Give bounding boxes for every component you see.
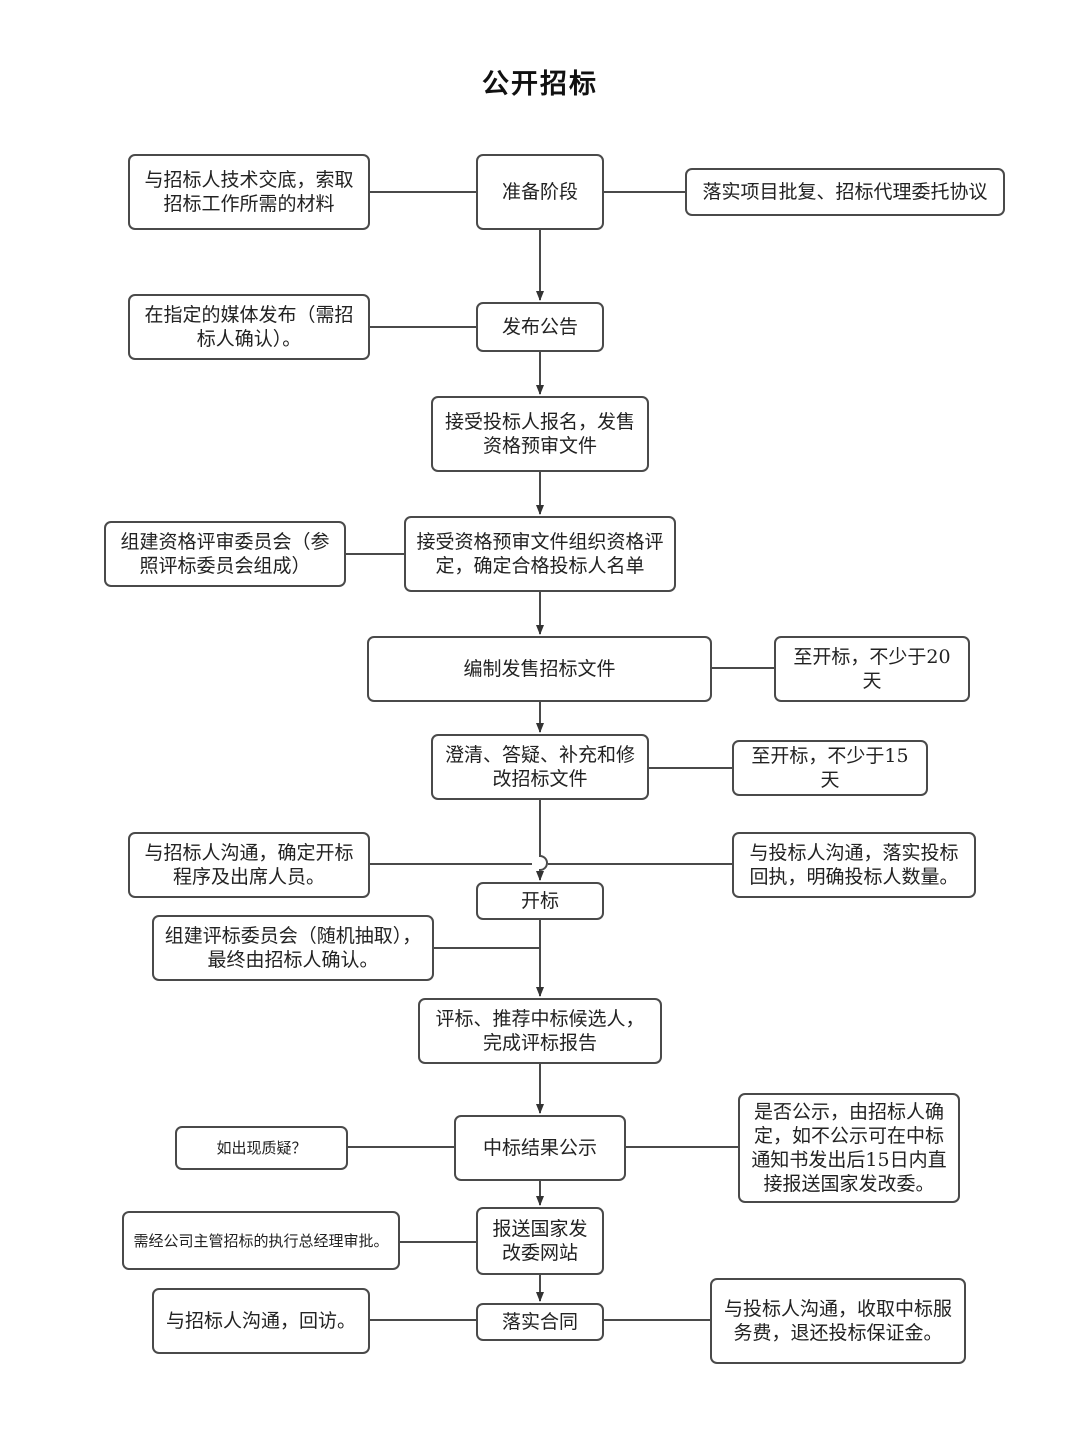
step-publish: 发布公告: [476, 302, 604, 352]
step-contract: 落实合同: [476, 1303, 604, 1341]
step-publicity-label: 中标结果公示: [482, 1137, 597, 1159]
note-publish-left: 在指定的媒体发布（需招标人确认）。: [128, 294, 370, 360]
note-compile-right-text: 至开标，不少于20天: [793, 646, 951, 692]
note-open-right-text: 与投标人沟通，落实投标回执，明确投标人数量。: [749, 842, 959, 888]
note-prepare-left: 与招标人技术交底，索取招标工作所需的材料: [128, 154, 370, 230]
step-clarify: 澄清、答疑、补充和修改招标文件: [431, 734, 649, 800]
arrow-clarify-open: [536, 800, 548, 881]
step-prepare-label: 准备阶段: [501, 181, 578, 203]
note-compile-right: 至开标，不少于20天: [774, 636, 970, 702]
step-register: 接受投标人报名，发售资格预审文件: [431, 396, 649, 472]
step-report-label: 报送国家发改委网站: [492, 1218, 588, 1264]
note-report-left-text: 需经公司主管招标的执行总经理审批。: [133, 1231, 389, 1250]
note-clarify-right-text: 至开标，不少于15天: [751, 745, 909, 791]
note-open-left: 与招标人沟通，确定开标程序及出席人员。: [128, 832, 370, 898]
step-report: 报送国家发改委网站: [476, 1207, 604, 1275]
step-open-label: 开标: [520, 890, 559, 912]
step-evaluate-label: 评标、推荐中标候选人，完成评标报告: [435, 1008, 645, 1054]
note-prepare-right: 落实项目批复、招标代理委托协议: [685, 168, 1005, 216]
note-contract-left-text: 与招标人沟通，回访。: [165, 1310, 356, 1332]
note-contract-left: 与招标人沟通，回访。: [152, 1288, 370, 1354]
step-prepare: 准备阶段: [476, 154, 604, 230]
step-evaluate: 评标、推荐中标候选人，完成评标报告: [418, 998, 662, 1064]
note-publicity-right-text: 是否公示，由招标人确定，如不公示可在中标通知书发出后15日内直接报送国家发改委。: [751, 1101, 947, 1195]
step-publish-label: 发布公告: [501, 316, 578, 338]
step-prequal-label: 接受资格预审文件组织资格评定，确定合格投标人名单: [416, 531, 664, 577]
step-open: 开标: [476, 882, 604, 920]
note-prequal-left-text: 组建资格评审委员会（参照评标委员会组成）: [120, 531, 330, 577]
note-open-right: 与投标人沟通，落实投标回执，明确投标人数量。: [732, 832, 976, 898]
note-open-left-text: 与招标人沟通，确定开标程序及出席人员。: [144, 842, 354, 888]
step-compile: 编制发售招标文件: [367, 636, 712, 702]
note-publicity-right: 是否公示，由招标人确定，如不公示可在中标通知书发出后15日内直接报送国家发改委。: [738, 1093, 960, 1203]
note-committee-left: 组建评标委员会（随机抽取），最终由招标人确认。: [152, 915, 434, 981]
step-register-label: 接受投标人报名，发售资格预审文件: [444, 411, 635, 457]
note-contract-right: 与投标人沟通，收取中标服务费，退还投标保证金。: [710, 1278, 966, 1364]
note-committee-left-text: 组建评标委员会（随机抽取），最终由招标人确认。: [164, 925, 422, 971]
note-report-left: 需经公司主管招标的执行总经理审批。: [122, 1211, 400, 1270]
page-title: 公开招标: [482, 69, 598, 100]
note-clarify-right: 至开标，不少于15天: [732, 740, 928, 796]
note-publicity-left-text: 如出现质疑？: [216, 1139, 307, 1157]
step-prequal: 接受资格预审文件组织资格评定，确定合格投标人名单: [404, 516, 676, 592]
note-contract-right-text: 与投标人沟通，收取中标服务费，退还投标保证金。: [723, 1298, 952, 1344]
note-prepare-right-text: 落实项目批复、招标代理委托协议: [702, 181, 988, 203]
note-publicity-left: 如出现质疑？: [175, 1126, 348, 1170]
note-prepare-left-text: 与招标人技术交底，索取招标工作所需的材料: [144, 169, 354, 215]
step-contract-label: 落实合同: [501, 1311, 578, 1333]
step-clarify-label: 澄清、答疑、补充和修改招标文件: [444, 744, 635, 790]
note-publish-left-text: 在指定的媒体发布（需招标人确认）。: [144, 304, 354, 350]
note-prequal-left: 组建资格评审委员会（参照评标委员会组成）: [104, 521, 346, 587]
step-compile-label: 编制发售招标文件: [463, 658, 616, 680]
step-publicity: 中标结果公示: [454, 1115, 626, 1181]
